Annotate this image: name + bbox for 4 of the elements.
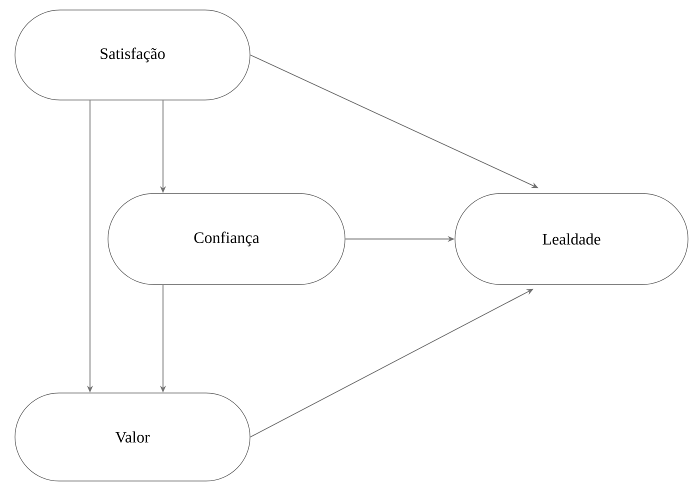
process-box: Confiança (108, 193, 346, 285)
process-box: Satisfação (14, 10, 250, 100)
process-box: Lealdade (454, 193, 688, 285)
process-box: Valor (14, 392, 250, 482)
